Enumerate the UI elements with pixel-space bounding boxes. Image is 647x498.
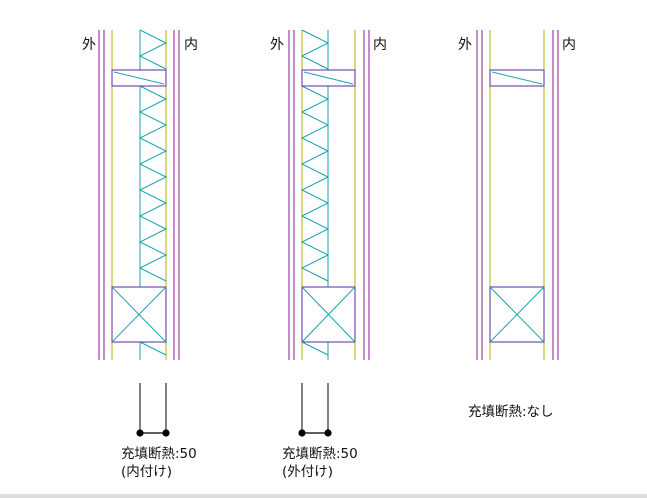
outside-label-2: 外: [270, 37, 284, 53]
caption-line1: 充填断熱:なし: [468, 404, 554, 420]
dimension-dot: [324, 429, 332, 437]
caption-line2: (外付け): [282, 464, 333, 480]
bottom-divider: [0, 494, 647, 498]
stud-cross: [111, 286, 167, 343]
insulation-zigzag: [138, 29, 168, 70]
dimension-dot: [136, 429, 144, 437]
top-plate-hatch: [491, 71, 543, 85]
insulation-zigzag: [300, 85, 330, 282]
caption-line2: (内付け): [121, 464, 172, 480]
outside-label-3: 外: [458, 37, 472, 53]
panel-2: 外 内 充填断熱:50 (外付け): [270, 29, 387, 480]
stud-cross: [301, 286, 356, 343]
top-plate-hatch: [303, 71, 354, 85]
insulation-zigzag: [301, 341, 329, 356]
stud-cross: [489, 286, 545, 343]
caption-line1: 充填断熱:50: [282, 446, 358, 462]
insulation-zigzag: [300, 29, 330, 70]
inside-label-1: 内: [184, 37, 198, 53]
insulation-zigzag: [139, 341, 167, 356]
inside-label-2: 内: [373, 37, 387, 53]
caption-line1: 充填断熱:50: [121, 446, 197, 462]
panel-3: 外 内 充填断熱:なし: [458, 30, 576, 420]
outside-label-1: 外: [82, 37, 96, 53]
inside-label-3: 内: [562, 37, 576, 53]
dimension-dot: [298, 429, 306, 437]
panel-1: 外 内 充填断熱:50 (内付け): [82, 29, 198, 480]
dimension-dot: [162, 429, 170, 437]
top-plate-hatch: [113, 71, 165, 85]
insulation-zigzag: [138, 85, 168, 282]
